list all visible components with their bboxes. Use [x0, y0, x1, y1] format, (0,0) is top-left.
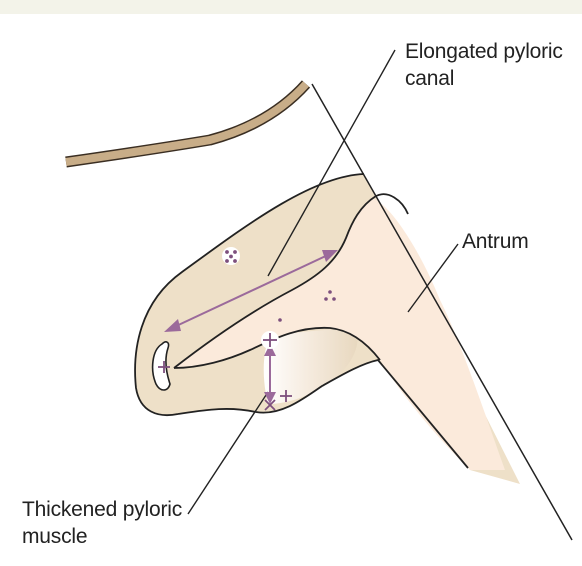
label-thickened-line1: Thickened pyloric — [22, 496, 182, 523]
label-elongated-line2: canal — [405, 65, 563, 92]
label-thickened-line2: muscle — [22, 523, 182, 550]
label-elongated-pyloric-canal: Elongated pyloric canal — [405, 38, 563, 92]
duodenum-band — [66, 84, 306, 162]
marker-dot — [278, 318, 282, 322]
label-thickened-pyloric-muscle: Thickened pyloric muscle — [22, 496, 182, 550]
label-antrum: Antrum — [462, 228, 529, 255]
label-elongated-line1: Elongated pyloric — [405, 38, 563, 65]
